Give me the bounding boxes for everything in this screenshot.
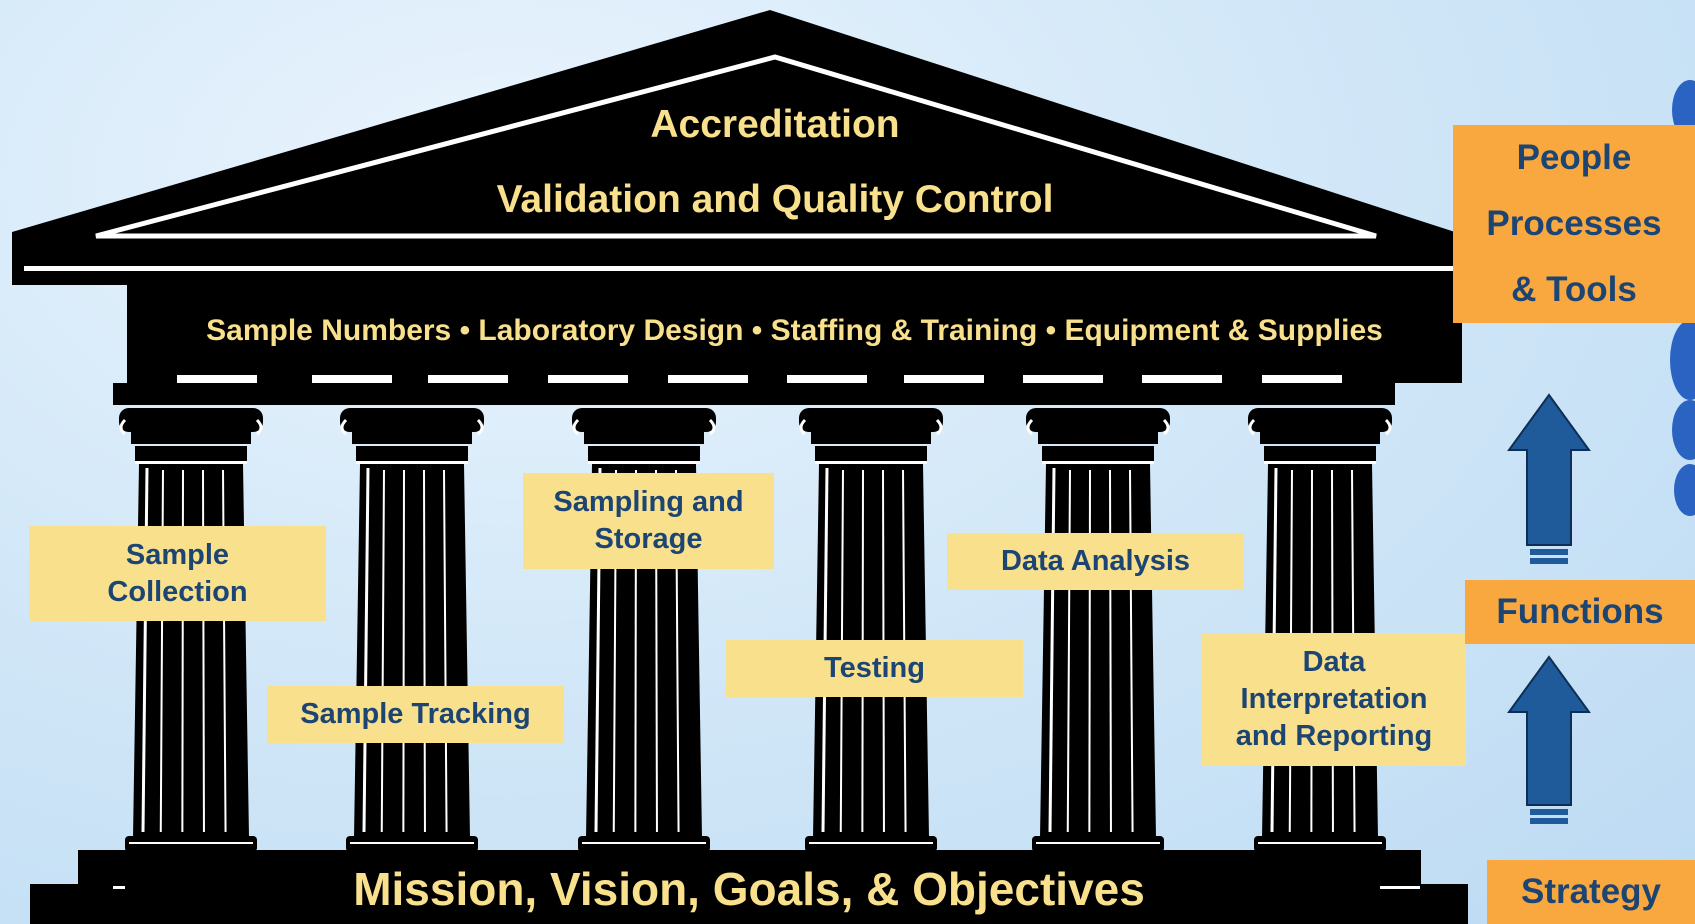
pediment [12, 10, 1455, 285]
step-highlight-right [1380, 886, 1420, 889]
entablature-block [127, 285, 1462, 383]
entablature-text: Sample Numbers • Laboratory Design • Sta… [206, 314, 1383, 347]
column-2 [340, 408, 484, 852]
label-data-interpretation: Data Interpretation and Reporting [1202, 633, 1466, 766]
label-data-analysis: Data Analysis [947, 533, 1244, 590]
column-6 [1248, 408, 1392, 852]
architrave [113, 383, 1395, 405]
label-sample-tracking: Sample Tracking [267, 686, 564, 743]
arrow-up-lower [1507, 655, 1591, 824]
base-mission-text: Mission, Vision, Goals, & Objectives [353, 863, 1145, 915]
column-1 [119, 408, 263, 852]
arrow-up-upper [1507, 393, 1591, 564]
label-sample-collection: Sample Collection [29, 526, 326, 621]
column-4 [799, 408, 943, 852]
label-sampling-storage: Sampling and Storage [523, 473, 774, 569]
column-5 [1026, 408, 1170, 852]
roof-title-validation: Validation and Quality Control [496, 178, 1054, 221]
dentils [177, 375, 1342, 383]
decorative-blobs [1670, 80, 1695, 516]
step-highlight-left [113, 886, 125, 889]
stylobate [30, 850, 1468, 924]
strategy-box: Strategy [1487, 860, 1695, 924]
roof-title-accreditation: Accreditation [650, 103, 900, 146]
people-processes-tools-box: People Processes & Tools [1453, 125, 1695, 323]
functions-box: Functions [1465, 580, 1695, 644]
label-testing: Testing [726, 640, 1023, 697]
